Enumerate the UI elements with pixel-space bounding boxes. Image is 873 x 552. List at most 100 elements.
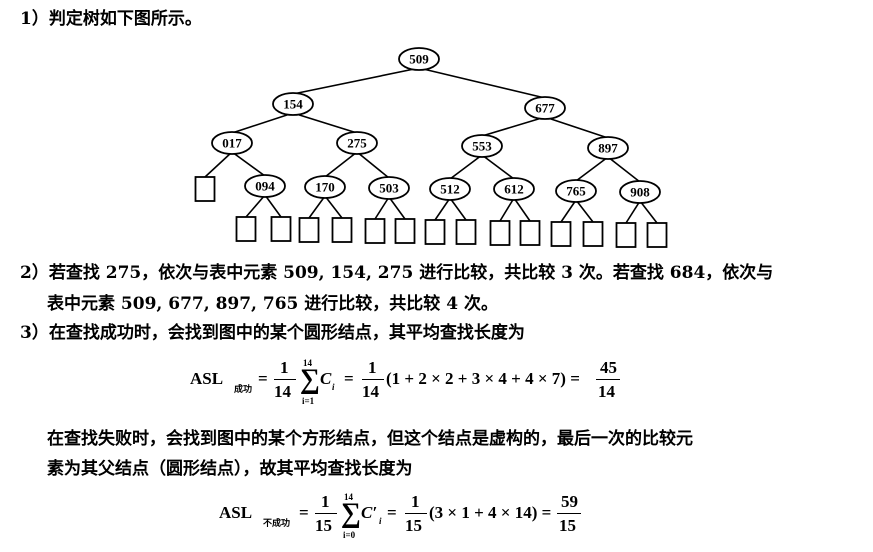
tree-node-ellipse — [461, 134, 503, 158]
formula-lhs: ASL — [219, 503, 253, 522]
sum-term-subscript: i — [379, 516, 382, 526]
fraction-2-denominator: 14 — [362, 382, 379, 401]
tree-node-677: 677 — [524, 96, 566, 120]
tree-node-label: 908 — [630, 185, 650, 200]
fraction-1-bar — [274, 379, 296, 380]
tree-node-ellipse — [211, 131, 253, 155]
formula-expression: (3 × 1 + 4 × 14) = — [429, 503, 552, 522]
tree-edge — [264, 194, 282, 218]
tree-node-154: 154 — [272, 92, 314, 116]
tree-edges — [204, 67, 658, 224]
formula-equals-2: = — [344, 369, 354, 388]
tree-node-ellipse — [336, 131, 378, 155]
tree-node-ellipse — [493, 177, 535, 201]
tree-edge — [607, 156, 641, 183]
tree-edge — [449, 154, 483, 180]
tree-node-label: 897 — [598, 141, 618, 156]
tree-edge — [231, 151, 266, 177]
result-bar — [557, 513, 581, 514]
tree-edge — [625, 200, 641, 224]
tree-edge — [292, 67, 420, 95]
formula-asl-fail: ASL 不成功 = 1 15 14 ∑ i=0 C′ i = 1 15 (3 ×… — [219, 492, 599, 548]
tree-node-ellipse — [429, 177, 471, 201]
tree-node-094: 094 — [244, 174, 286, 198]
external-node-square — [489, 220, 511, 246]
tree-node-512: 512 — [429, 177, 471, 201]
external-node-square — [270, 216, 292, 242]
sum-term-subscript: i — [332, 382, 335, 392]
tree-node-ellipse — [272, 92, 314, 116]
formula-lhs-subscript: 不成功 — [263, 518, 291, 528]
external-node-square — [364, 218, 386, 244]
formula-lhs: ASL — [190, 369, 224, 388]
item-3-fail-line-1: 在查找失败时，会找到图中的某个方形结点，但这个结点是虚构的，最后一次的比较元 — [47, 429, 693, 449]
summation-icon: ∑ — [341, 498, 361, 529]
external-node-square — [194, 176, 216, 202]
tree-edge — [324, 151, 358, 178]
result-denominator: 14 — [598, 382, 615, 401]
sum-lower-limit: i=0 — [343, 530, 356, 540]
tree-edge — [639, 200, 658, 224]
external-node-square — [394, 218, 416, 244]
tree-edge — [374, 196, 390, 220]
sum-term: C — [320, 369, 332, 388]
sum-upper-limit: 14 — [344, 492, 353, 502]
external-node-square — [646, 222, 668, 248]
item-2-line-1: 2）若查找 275，依次与表中元素 509, 154, 275 进行比较，共比较… — [20, 263, 774, 283]
tree-node-017: 017 — [211, 131, 253, 155]
summation-icon: ∑ — [300, 364, 320, 395]
tree-node-label: 154 — [283, 97, 303, 112]
formula-expression: (1 + 2 × 2 + 3 × 4 + 4 × 7) = — [386, 369, 580, 388]
item-1-text: 1）判定树如下图所示。 — [20, 9, 202, 29]
tree-node-label: 612 — [504, 182, 524, 197]
fraction-2-bar — [405, 513, 427, 514]
result-numerator: 59 — [561, 492, 578, 511]
tree-node-ellipse — [368, 176, 410, 200]
tree-edge — [231, 112, 294, 134]
tree-node-label: 017 — [222, 136, 242, 151]
tree-edge — [560, 199, 577, 223]
tree-node-ellipse — [398, 47, 440, 71]
tree-edge — [481, 116, 546, 137]
external-node-square — [455, 219, 477, 245]
item-3-intro: 3）在查找成功时，会找到图中的某个圆形结点，其平均查找长度为 — [20, 323, 525, 343]
tree-edge — [204, 151, 233, 178]
tree-edge — [324, 195, 343, 219]
tree-node-label: 503 — [379, 181, 399, 196]
item-3-fail-line-2: 素为其父结点（圆形结点），故其平均查找长度为 — [47, 459, 413, 479]
tree-node-ellipse — [619, 180, 661, 204]
external-nodes — [194, 176, 668, 248]
formula-asl-success: ASL 成功 = 1 14 14 ∑ i=1 C i = 1 14 (1 + 2… — [190, 358, 630, 414]
tree-node-908: 908 — [619, 180, 661, 204]
tree-edge — [481, 154, 515, 180]
tree-node-553: 553 — [461, 134, 503, 158]
tree-edge — [418, 67, 546, 99]
tree-node-ellipse — [524, 96, 566, 120]
fraction-2-denominator: 15 — [405, 516, 422, 535]
sum-lower-limit: i=1 — [302, 396, 315, 406]
fraction-2-numerator: 1 — [368, 358, 377, 377]
tree-node-ellipse — [244, 174, 286, 198]
external-node-square — [298, 217, 320, 243]
fraction-1-denominator: 15 — [315, 516, 332, 535]
tree-edge — [513, 197, 531, 222]
formula-equals: = — [299, 503, 309, 522]
tree-node-ellipse — [587, 136, 629, 160]
tree-edge — [575, 156, 609, 182]
formula-equals: = — [258, 369, 268, 388]
tree-node-509: 509 — [398, 47, 440, 71]
external-node-square — [424, 219, 446, 245]
tree-node-label: 170 — [315, 180, 335, 195]
tree-edge — [499, 197, 515, 222]
external-node-square — [331, 217, 353, 243]
external-node-square — [519, 220, 541, 246]
fraction-1-denominator: 14 — [274, 382, 291, 401]
tree-node-ellipse — [304, 175, 346, 199]
fraction-1-numerator: 1 — [280, 358, 289, 377]
tree-node-label: 275 — [347, 136, 367, 151]
tree-edge — [449, 197, 467, 221]
tree-node-170: 170 — [304, 175, 346, 199]
tree-node-ellipse — [555, 179, 597, 203]
